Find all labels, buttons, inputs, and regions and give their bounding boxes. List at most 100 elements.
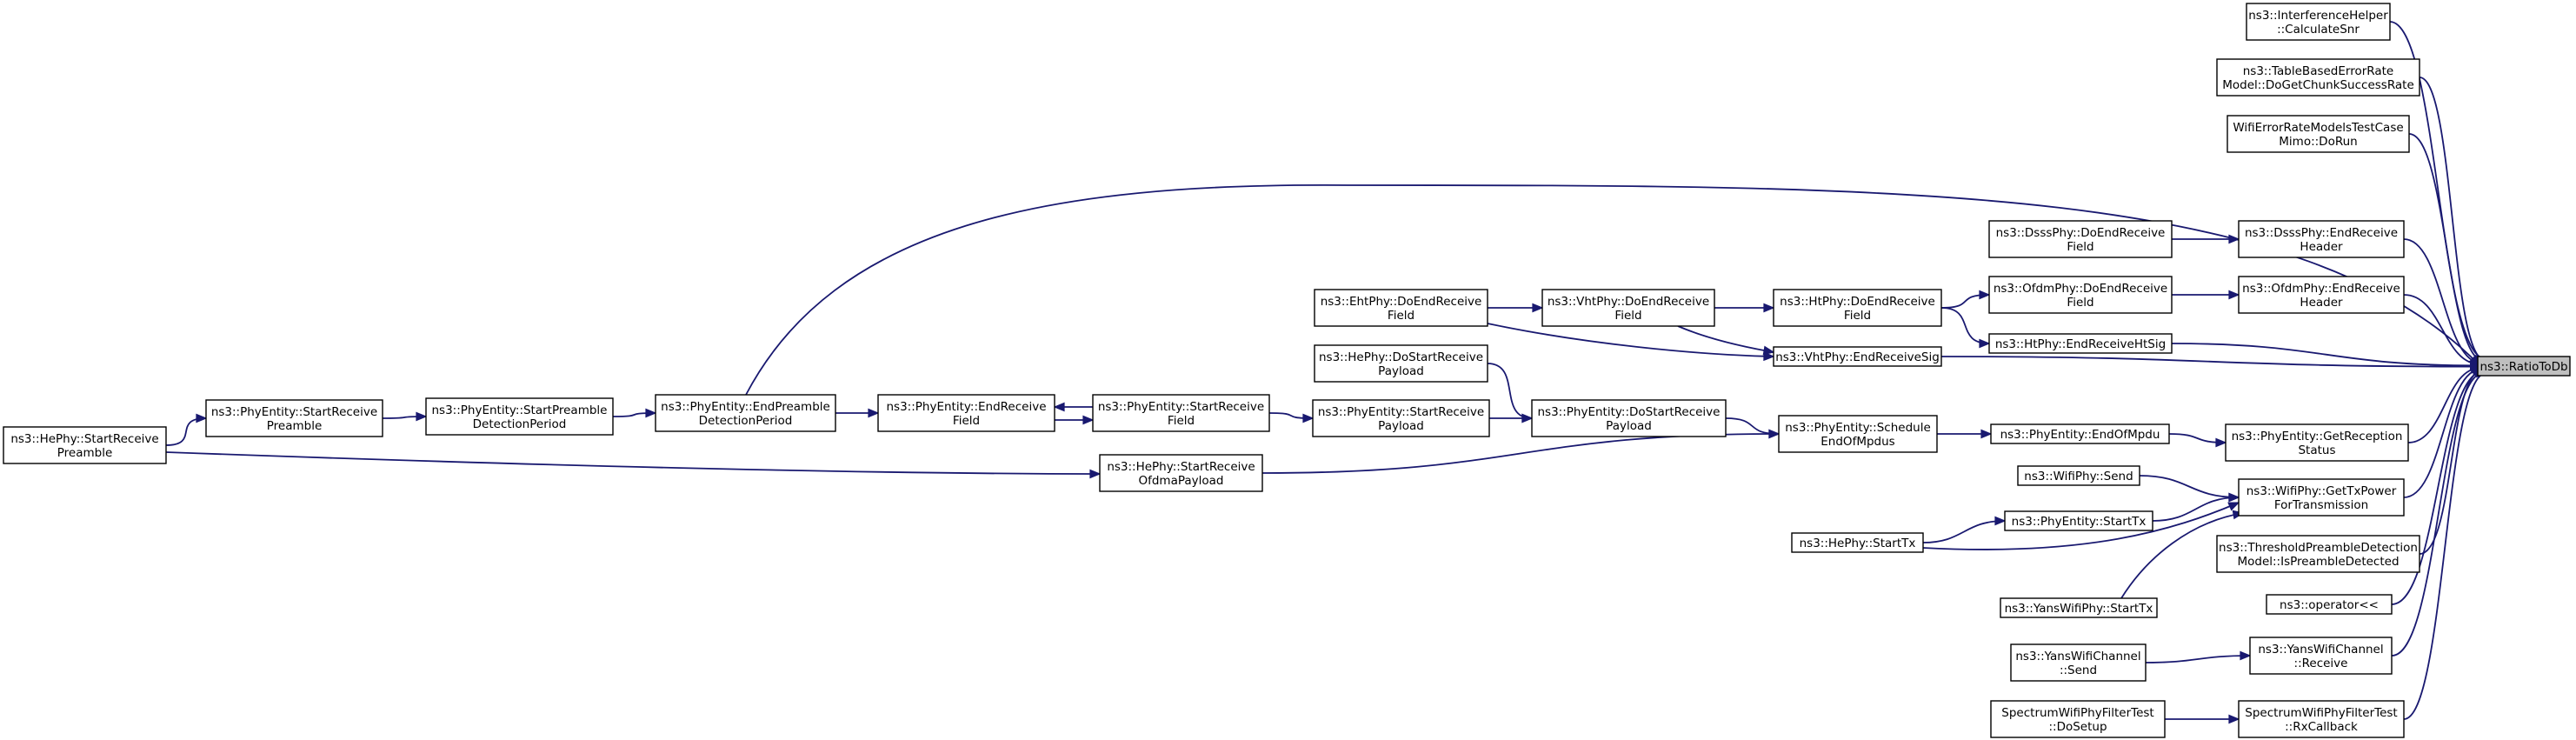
node-threshold[interactable]: ns3::ThresholdPreambleDetectionModel::Is… (2216, 535, 2420, 573)
node-label: ::RxCallback (2285, 720, 2358, 734)
node-tbchunk[interactable]: ns3::TableBasedErrorRateModel::DoGetChun… (2216, 58, 2420, 97)
node-label: ns3::PhyEntity::DoStartReceive (1538, 405, 1721, 419)
edge-pe-starttx-to-wifiphy-gettx (2152, 497, 2240, 522)
edge-hephy-ofdma-to-pe-schedule (1261, 433, 1780, 474)
node-box (2249, 637, 2393, 675)
node-vht-sig[interactable]: ns3::VhtPhy::EndReceiveSig (1773, 346, 1942, 367)
node-label: ns3::RatioToDb (2479, 360, 2567, 374)
node-operator[interactable]: ns3::operator<< (2266, 594, 2393, 615)
node-box (1778, 415, 1938, 453)
arrowhead (1521, 413, 1534, 423)
node-label: ns3::HtPhy::EndReceiveHtSig (1995, 337, 2166, 351)
arrowhead (1532, 303, 1544, 313)
node-label: ns3::HePhy::StartReceive (10, 432, 158, 446)
node-yanschan-send[interactable]: ns3::YansWifiChannel::Send (2010, 643, 2147, 682)
edge-threshold-to-ratiotodb (2419, 369, 2484, 555)
node-box (1773, 289, 1942, 327)
node-wifiphy-send[interactable]: ns3::WifiPhy::Send (2017, 465, 2140, 486)
node-box (1314, 289, 1488, 327)
edge-operator-to-ratiotodb (2391, 370, 2485, 605)
node-label: ns3::YansWifiPhy::StartTx (2005, 602, 2153, 616)
node-box (1990, 423, 2170, 444)
node-pe-startpreambledet[interactable]: ns3::PhyEntity::StartPreambleDetectionPe… (425, 397, 614, 436)
node-label: ForTransmission (2274, 498, 2368, 512)
node-label: ns3::OfdmPhy::DoEndReceive (1994, 282, 2167, 296)
node-label: Field (1844, 309, 1871, 323)
node-pe-starttx[interactable]: ns3::PhyEntity::StartTx (2004, 510, 2153, 531)
node-box (2477, 356, 2571, 377)
edge-pe-getrecstatus-to-ratiotodb (2407, 366, 2481, 443)
node-spectrum-rxcb[interactable]: SpectrumWifiPhyFilterTest::RxCallback (2238, 700, 2405, 738)
node-box (2000, 597, 2158, 618)
node-label: Payload (1378, 364, 1424, 378)
node-label: ns3::OfdmPhy::EndReceive (2242, 282, 2400, 296)
node-box (425, 397, 614, 436)
node-pe-endpreamble[interactable]: ns3::PhyEntity::EndPreambleDetectionPeri… (655, 394, 836, 432)
node-label: Model::IsPreambleDetected (2237, 555, 2399, 569)
node-label: ::CalculateSnr (2277, 23, 2360, 37)
arrowhead (1082, 415, 1095, 425)
node-label: ns3::operator<< (2280, 598, 2379, 612)
node-box (1988, 220, 2173, 258)
node-box (2238, 478, 2405, 517)
node-box (2216, 535, 2420, 573)
node-label: Field (1614, 309, 1641, 323)
edge-calcsnr-to-ratiotodb (2389, 21, 2486, 360)
node-label: ns3::InterferenceHelper (2248, 9, 2388, 23)
edge-hephy-startpreamble-to-pe-startpreamble (165, 417, 207, 446)
arrowhead (1763, 303, 1775, 313)
node-label: Field (1388, 309, 1414, 323)
node-box (2010, 643, 2147, 682)
node-label: ns3::DsssPhy::DoEndReceive (1996, 226, 2166, 240)
node-ratiotodb[interactable]: ns3::RatioToDb (2477, 356, 2571, 377)
node-spectrum-dosetup[interactable]: SpectrumWifiPhyFilterTest::DoSetup (1990, 700, 2166, 738)
node-label: ns3::HePhy::DoStartReceive (1319, 350, 1483, 364)
node-label: ::DoSetup (2048, 720, 2107, 734)
node-label: ns3::EhtPhy::DoEndReceive (1321, 295, 1482, 309)
node-label: DetectionPeriod (473, 417, 567, 431)
node-label: ns3::DsssPhy::EndReceive (2245, 226, 2398, 240)
node-yans-starttx[interactable]: ns3::YansWifiPhy::StartTx (2000, 597, 2158, 618)
node-label: ns3::PhyEntity::Schedule (1785, 421, 1931, 435)
node-label: WifiErrorRateModelsTestCase (2233, 121, 2403, 135)
arrowhead (1089, 469, 1102, 479)
node-label: ns3::PhyEntity::EndReceive (887, 400, 1047, 414)
edge-vht-sig-to-ratiotodb (1940, 356, 2480, 368)
node-box (2238, 220, 2405, 258)
node-ht-sig[interactable]: ns3::HtPhy::EndReceiveHtSig (1988, 333, 2173, 354)
node-box (1988, 333, 2173, 354)
node-hephy-starttx[interactable]: ns3::HePhy::StartTx (1791, 532, 1924, 553)
arrowhead (2227, 502, 2240, 511)
arrowhead (416, 411, 428, 422)
edge-yanschan-send-to-yanschan-receive (2145, 655, 2251, 663)
node-label: ::Send (2060, 663, 2097, 677)
node-box (3, 426, 167, 464)
node-label: Mimo::DoRun (2279, 135, 2357, 149)
node-calcsnr[interactable]: ns3::InterferenceHelper::CalculateSnr (2246, 3, 2391, 41)
node-label: ns3::YansWifiChannel (2015, 650, 2140, 663)
node-label: ns3::VhtPhy::EndReceiveSig (1775, 350, 1940, 364)
node-box (1314, 344, 1488, 383)
node-label: Payload (1606, 419, 1652, 433)
node-pe-endofmpdu[interactable]: ns3::PhyEntity::EndOfMpdu (1990, 423, 2170, 444)
node-yanschan-receive[interactable]: ns3::YansWifiChannel::Receive (2249, 637, 2393, 675)
